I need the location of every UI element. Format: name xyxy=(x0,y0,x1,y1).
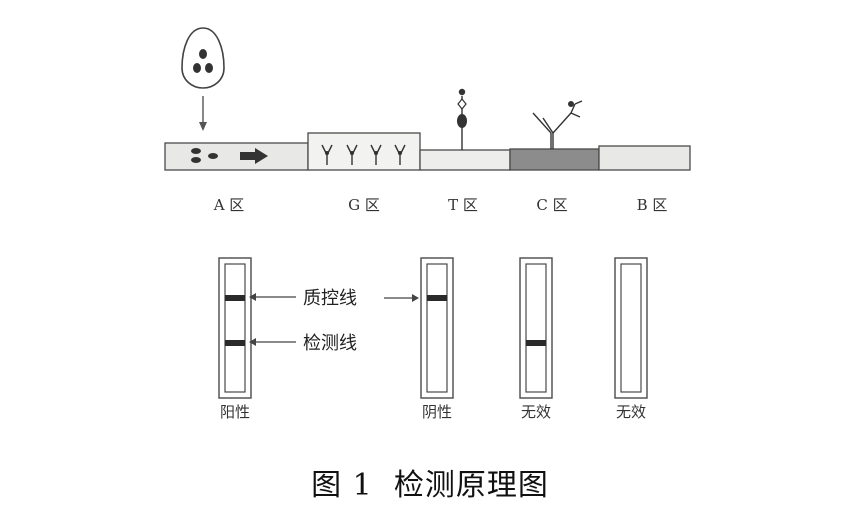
control-line-pointer-right xyxy=(384,294,419,302)
test-line-pointer xyxy=(249,338,296,346)
zone-t xyxy=(419,149,511,171)
flow-direction-arrow xyxy=(240,148,268,164)
zone-b-label: B 区 xyxy=(637,196,668,214)
strip-inner-frame xyxy=(224,263,246,393)
result-strip: 无效 xyxy=(519,257,553,421)
capture-antibody-icon-t xyxy=(457,88,467,150)
test-line-label: 检测线 xyxy=(303,333,357,354)
sample-flow-arrow xyxy=(199,96,207,131)
test-band xyxy=(526,340,546,346)
result-label: 无效 xyxy=(521,403,551,421)
strip-inner-frame xyxy=(620,263,642,393)
result-label: 阴性 xyxy=(422,403,452,421)
test-band xyxy=(225,340,245,346)
zone-a-label: A 区 xyxy=(213,196,245,214)
control-antibody-label-dot xyxy=(568,101,574,107)
zone-a-particles xyxy=(191,148,218,163)
control-band xyxy=(427,295,447,301)
zone-b xyxy=(598,145,691,171)
result-label: 阳性 xyxy=(220,403,250,421)
antibody-icons-g xyxy=(321,144,406,165)
control-band xyxy=(225,295,245,301)
zone-g-label: G 区 xyxy=(348,196,380,214)
sample-drop xyxy=(181,27,225,89)
result-strip: 阳性 xyxy=(218,257,252,421)
zone-a xyxy=(164,142,309,171)
control-line-pointer xyxy=(249,293,296,301)
figure-caption: 图 1 检测原理图 xyxy=(311,468,549,503)
zone-t-label: T 区 xyxy=(448,196,478,214)
control-line-label: 质控线 xyxy=(303,288,357,309)
result-strip: 阴性 xyxy=(420,257,454,421)
zone-c-label: C 区 xyxy=(536,196,567,214)
strip-inner-frame xyxy=(426,263,448,393)
result-label: 无效 xyxy=(616,403,646,421)
strip-inner-frame xyxy=(525,263,547,393)
zone-c xyxy=(509,148,600,171)
result-strip: 无效 xyxy=(614,257,648,421)
control-antibody-icon-c xyxy=(532,100,583,149)
result-strips: 阳性 阴性 无效 无效 xyxy=(218,257,648,421)
